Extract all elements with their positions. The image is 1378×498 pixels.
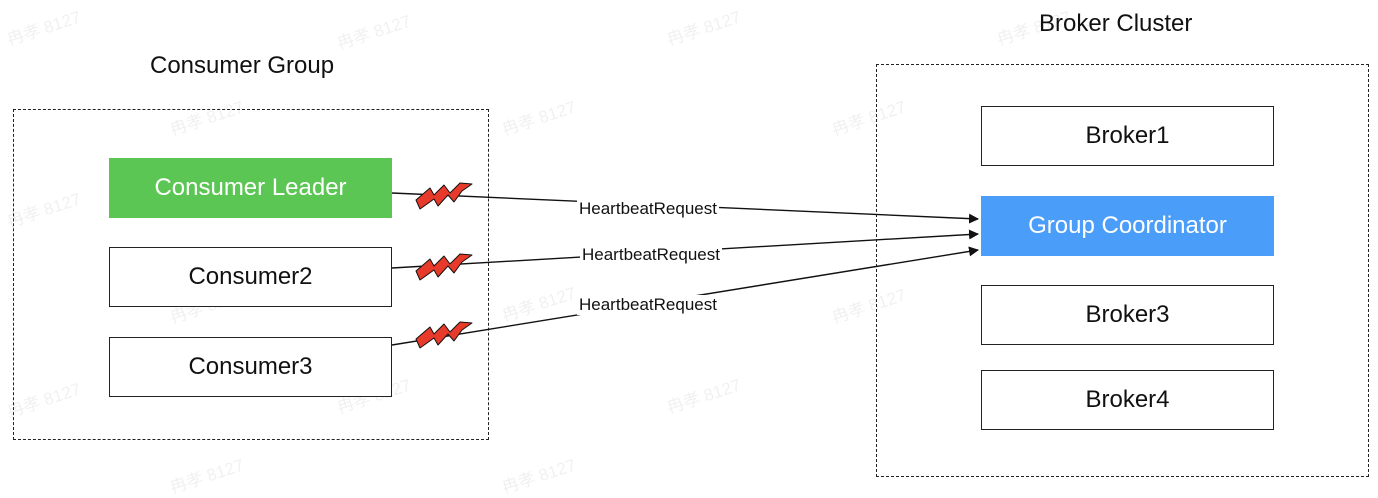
lightning-bolt-icon — [415, 253, 473, 281]
heartbeat-label-leader: HeartbeatRequest — [577, 199, 719, 219]
lightning-bolt-icon — [415, 321, 473, 349]
consumer-group-box — [13, 109, 489, 440]
heartbeat-label-consumer2: HeartbeatRequest — [580, 245, 722, 265]
consumer-group-title: Consumer Group — [150, 52, 335, 79]
consumer3-node: Consumer3 — [109, 337, 392, 397]
heartbeat-label-consumer3: HeartbeatRequest — [577, 295, 719, 315]
broker4-node: Broker4 — [981, 370, 1274, 430]
broker3-node: Broker3 — [981, 285, 1274, 345]
consumer2-node: Consumer2 — [109, 247, 392, 307]
group-coordinator-node: Group Coordinator — [981, 196, 1274, 256]
consumer-leader-node: Consumer Leader — [109, 158, 392, 218]
lightning-bolt-icon — [415, 182, 473, 210]
broker-cluster-box — [876, 64, 1369, 477]
broker-cluster-title: Broker Cluster — [1039, 10, 1193, 37]
edges-layer — [391, 182, 979, 349]
broker1-node: Broker1 — [981, 106, 1274, 166]
